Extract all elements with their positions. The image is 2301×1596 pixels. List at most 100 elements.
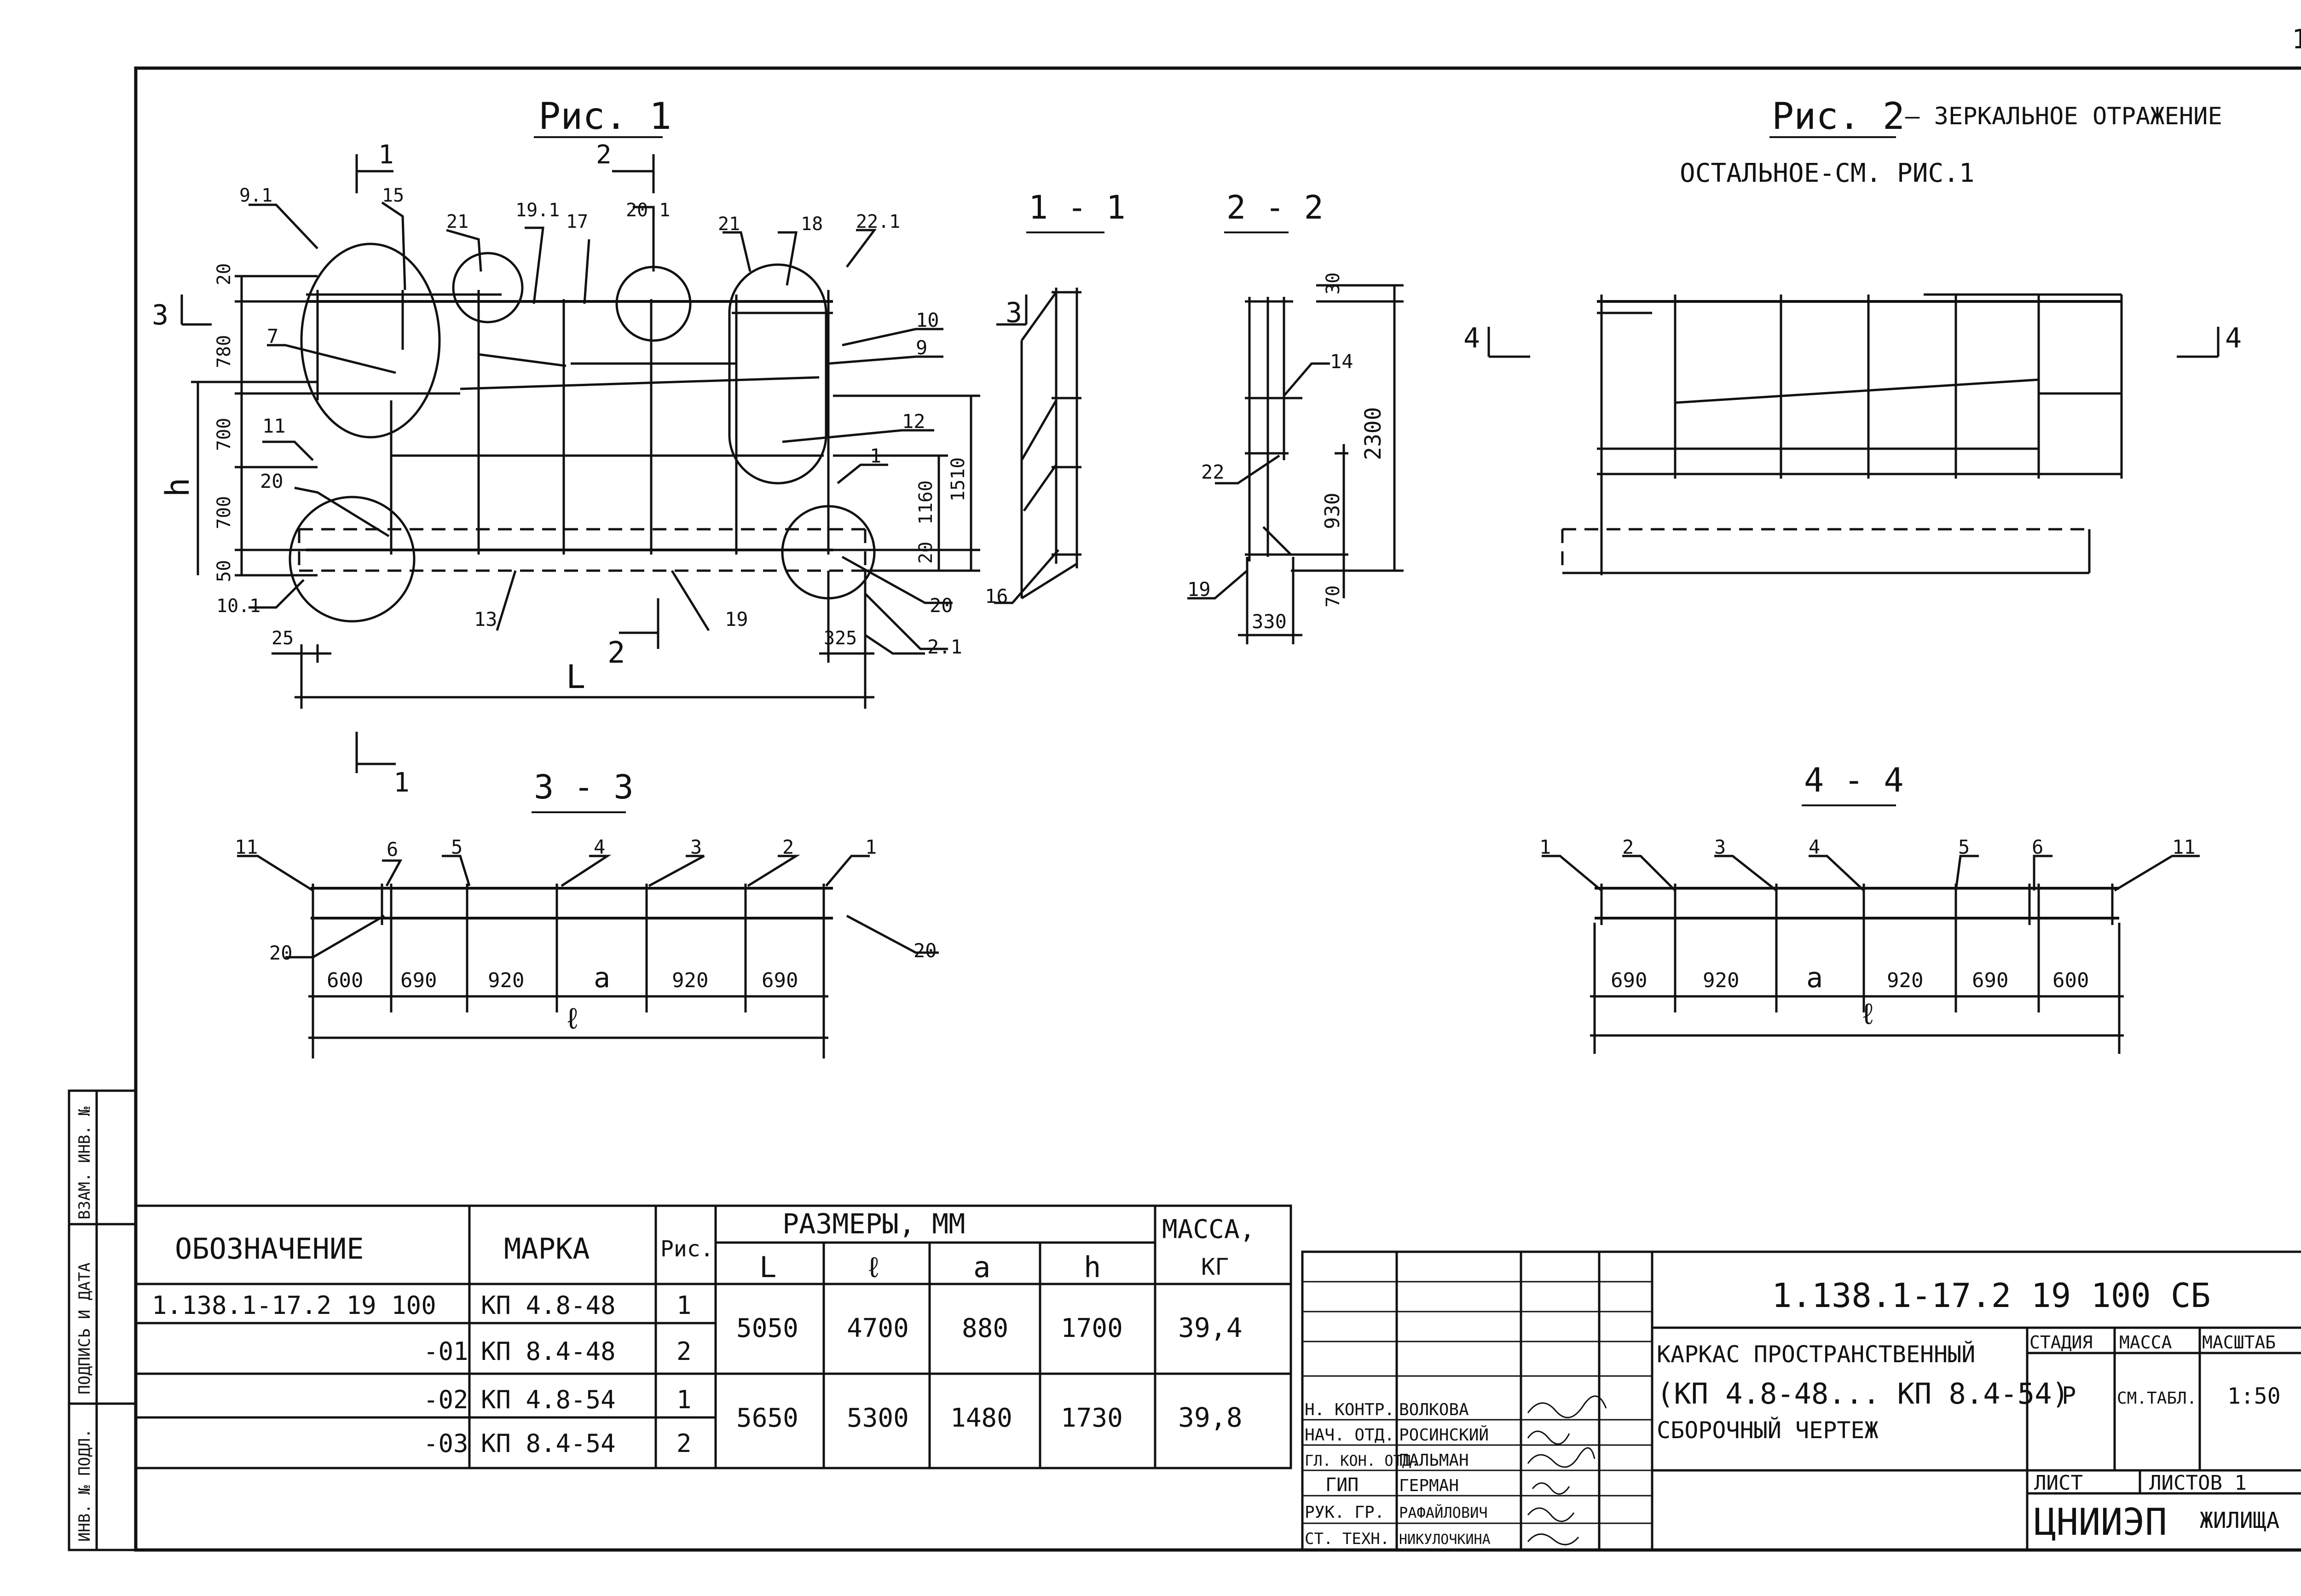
fig1-label-1: 1 bbox=[870, 445, 881, 467]
s44-dim-600: 600 bbox=[2052, 969, 2089, 992]
fig1-label-10: 10 bbox=[916, 309, 939, 331]
dim-700-b: 700 bbox=[214, 496, 235, 529]
s33-label-11: 11 bbox=[235, 836, 258, 858]
title-line-1: КАРКАС ПРОСТРАНСТВЕННЫЙ bbox=[1657, 1341, 1975, 1368]
name-4: РАФАЙЛОВИЧ bbox=[1399, 1504, 1488, 1521]
section-2-2-label-22: 22 bbox=[1201, 461, 1225, 483]
row2-fig: 1 bbox=[676, 1385, 692, 1414]
title-block-text: 1.138.1-17.2 19 100 СБ КАРКАС ПРОСТРАНСТ… bbox=[1305, 1276, 2281, 1548]
fig1-label-19: 19 bbox=[725, 608, 748, 630]
cut1b-label: 1 bbox=[393, 767, 410, 798]
title-line-2: (КП 4.8-48... КП 8.4-54) bbox=[1657, 1377, 2069, 1411]
signatures bbox=[1527, 1395, 1607, 1545]
row1-mark: КП 8.4-48 bbox=[481, 1337, 616, 1366]
row2-mark: КП 4.8-54 bbox=[481, 1385, 616, 1414]
dim-50: 50 bbox=[214, 560, 235, 582]
cut2-label: 2 bbox=[596, 140, 612, 170]
fig1-label-20-1: 20.1 bbox=[626, 200, 670, 221]
g1-L: 5650 bbox=[736, 1403, 798, 1433]
cut3-label: 3 bbox=[152, 299, 168, 331]
stamp-inv-podl: ИНВ. № ПОДЛ. bbox=[75, 1428, 94, 1542]
cut1-label: 1 bbox=[378, 140, 394, 170]
sheet-frame bbox=[134, 66, 2301, 1552]
th-l: ℓ bbox=[865, 1250, 882, 1284]
fig1-label-21a: 21 bbox=[446, 211, 468, 232]
section-3-3: 3 - 3 bbox=[237, 768, 939, 1058]
th-mass: МАССА, bbox=[1162, 1214, 1255, 1244]
stage-value: Р bbox=[2062, 1382, 2076, 1410]
s44-dim-a: a bbox=[1806, 962, 1823, 994]
section-4-4-annotations: 1 2 3 4 5 6 11 690 920 a 920 690 600 ℓ bbox=[1539, 836, 2196, 1031]
s33-label-4: 4 bbox=[594, 836, 605, 858]
s33-label-5: 5 bbox=[451, 836, 463, 858]
s33-dim-690: 690 bbox=[400, 969, 437, 992]
section-2-2-title: 2 - 2 bbox=[1226, 189, 1324, 226]
g0-h: 1700 bbox=[1061, 1313, 1123, 1343]
dim-325: 325 bbox=[824, 628, 857, 649]
s44-label-11: 11 bbox=[2172, 836, 2196, 858]
spec-table-text: ОБОЗНАЧЕНИЕ МАРКА Рис. РАЗМЕРЫ, ММ L ℓ a… bbox=[152, 1208, 1255, 1458]
dim-1510: 1510 bbox=[948, 457, 969, 502]
fig2-note: ОСТАЛЬНОЕ-СМ. РИС.1 bbox=[1680, 158, 1975, 188]
cut4-left-label: 4 bbox=[1463, 322, 1480, 354]
side-stamp: ИНВ. № ПОДЛ. ПОДПИСЬ И ДАТА ВЗАМ. ИНВ. № bbox=[68, 1089, 137, 1551]
role-2: ГЛ. КОН. ОТД. bbox=[1305, 1452, 1420, 1469]
s44-label-1: 1 bbox=[1539, 836, 1551, 858]
s44-label-6: 6 bbox=[2032, 836, 2043, 858]
section-3-3-title: 3 - 3 bbox=[534, 768, 634, 806]
s44-dim-920b: 920 bbox=[1887, 969, 1923, 992]
g0-mass: 39,4 bbox=[1178, 1312, 1243, 1343]
s44-dim-920a: 920 bbox=[1703, 969, 1739, 992]
stage-label: СТАДИЯ bbox=[2029, 1332, 2093, 1353]
s33-dim-920a: 920 bbox=[488, 969, 524, 992]
section-2-2-label-14: 14 bbox=[1330, 350, 1353, 373]
fig1-label-2-1: 2.1 bbox=[927, 636, 962, 658]
sheets-label: ЛИСТОВ 1 bbox=[2149, 1471, 2247, 1495]
fig1-label-12: 12 bbox=[902, 410, 925, 433]
s33-label-6: 6 bbox=[387, 838, 398, 861]
s44-label-5: 5 bbox=[1958, 836, 1970, 858]
section-2-2-label-19: 19 bbox=[1187, 578, 1211, 601]
fig1-drawing: Рис. 1 1 2 3 3 2 1 bbox=[152, 95, 1028, 798]
cut4-right-label: 4 bbox=[2225, 322, 2242, 354]
s33-label-1: 1 bbox=[865, 836, 877, 858]
row2-designation: -02 bbox=[423, 1385, 468, 1414]
s33-dim-920b: 920 bbox=[672, 969, 708, 992]
stamp-vzam-inv: ВЗАМ. ИНВ. № bbox=[75, 1106, 94, 1220]
dim-700-a: 700 bbox=[214, 418, 235, 451]
row3-fig: 2 bbox=[676, 1429, 692, 1458]
fig1-annotations: 9.1 15 21 19.1 17 20.1 21 18 22.1 10 9 7… bbox=[159, 185, 969, 696]
dim-20-bottom: 20 bbox=[915, 542, 937, 564]
row3-designation: -03 bbox=[423, 1429, 468, 1458]
role-0: Н. КОНТР. bbox=[1305, 1400, 1394, 1419]
dim-L: L bbox=[566, 658, 585, 696]
section-4-4: 4 - 4 bbox=[1542, 761, 2200, 1054]
dim-1160: 1160 bbox=[915, 480, 937, 525]
row3-mark: КП 8.4-54 bbox=[481, 1429, 616, 1458]
g0-l: 4700 bbox=[847, 1313, 909, 1343]
row0-fig: 1 bbox=[676, 1291, 692, 1320]
fig1-label-10-1: 10.1 bbox=[216, 596, 260, 617]
fig2-subtitle: — ЗЕРКАЛЬНОЕ ОТРАЖЕНИЕ bbox=[1905, 103, 2222, 130]
fig1-label-22-1: 22.1 bbox=[856, 211, 900, 232]
s33-dim-l: ℓ bbox=[564, 1002, 581, 1036]
fig2-title: Рис. 2 bbox=[1772, 95, 1905, 138]
section-1-1-title: 1 - 1 bbox=[1029, 189, 1126, 226]
spec-table bbox=[134, 1204, 1292, 1469]
fig1-label-13: 13 bbox=[474, 608, 497, 630]
name-3: ГЕРМАН bbox=[1399, 1476, 1459, 1495]
fig1-title: Рис. 1 bbox=[538, 95, 671, 138]
dim-h: h bbox=[159, 478, 197, 497]
th-a: a bbox=[973, 1250, 990, 1284]
mass-value: СМ.ТАБЛ. bbox=[2117, 1389, 2197, 1408]
role-3: ГИП bbox=[1325, 1475, 1359, 1496]
fig1-label-15: 15 bbox=[382, 185, 404, 206]
row1-fig: 2 bbox=[676, 1337, 692, 1366]
s44-label-4: 4 bbox=[1809, 836, 1820, 858]
name-1: РОСИНСКИЙ bbox=[1399, 1425, 1489, 1445]
s44-dim-690: 690 bbox=[1611, 969, 1647, 992]
s44-dim-690b: 690 bbox=[1972, 969, 2008, 992]
cut3b-label: 3 bbox=[1006, 297, 1022, 329]
section-4-4-title: 4 - 4 bbox=[1804, 761, 1904, 799]
dim-70: 70 bbox=[1323, 585, 1344, 607]
